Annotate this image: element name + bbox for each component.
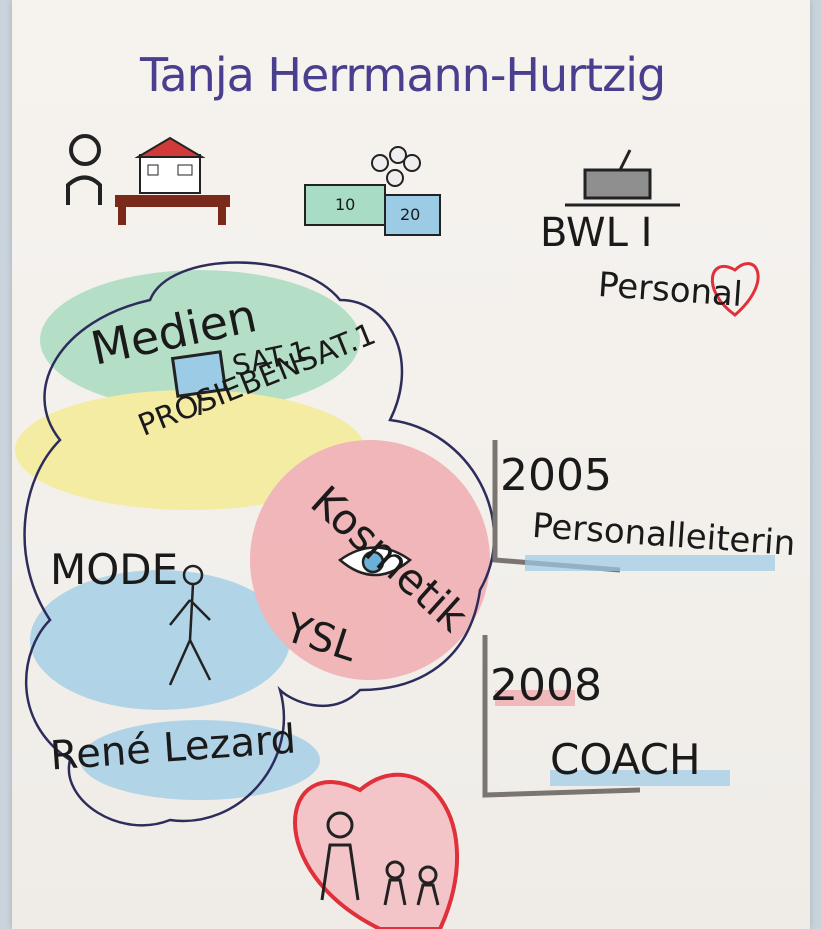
- money-icon: [304, 146, 441, 236]
- stick-figure-icon: [168, 564, 212, 686]
- person-icon: [66, 134, 102, 205]
- family-heart-icon: [293, 772, 459, 929]
- page-title: Tanja Herrmann-Hurtzig: [140, 48, 666, 102]
- desk-icon: [565, 149, 680, 207]
- media-cloud-outline: [23, 261, 496, 827]
- mode-label: MODE: [50, 545, 179, 594]
- year-2005-label: 2005: [500, 450, 612, 501]
- bwl-label: BWL I: [540, 210, 653, 256]
- house-table-icon: [115, 136, 230, 225]
- eye-icon: [337, 546, 413, 577]
- small-heart-icon: [710, 262, 760, 317]
- year-2008-label: 2008: [490, 660, 602, 711]
- money-small-label: 10: [335, 195, 356, 214]
- money-large-label: 20: [400, 205, 421, 224]
- timeline-color-bands: [495, 555, 775, 786]
- coach-label: COACH: [550, 735, 701, 784]
- tv-icon: [170, 350, 228, 415]
